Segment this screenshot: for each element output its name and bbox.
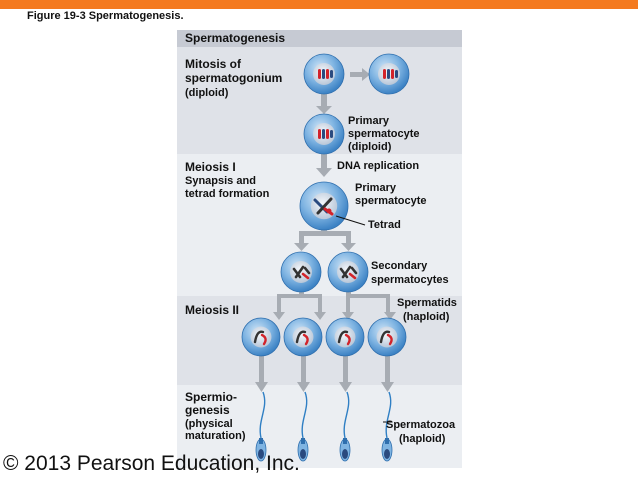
primary-label-2: spermatocyte [355, 195, 427, 207]
diagram-svg [177, 30, 462, 468]
secondary-spermatocyte-cell-1 [280, 251, 322, 293]
accent-bar [0, 0, 638, 9]
spermatid-cell-2 [283, 317, 323, 357]
flow-arrows [255, 68, 396, 392]
spermatids-label-1: Spermatids [397, 297, 457, 309]
mitosis-title-line2: spermatogonium [185, 71, 283, 85]
spermiogenesis-line4: maturation) [185, 430, 246, 442]
primary-label-1: Primary [355, 182, 396, 194]
spermiogenesis-line2: genesis [185, 403, 230, 417]
meiosis-i-line2: Synapsis and [185, 175, 256, 187]
spermatid-cell-3 [325, 317, 365, 357]
spermatozoon-4 [381, 391, 393, 462]
primary-diploid-label-2: spermatocyte [348, 128, 420, 140]
secondary-label-2: spermatocytes [371, 274, 449, 286]
spermatogonium-daughter-cell [368, 53, 410, 95]
primary-spermatocyte-diploid-cell [303, 113, 345, 155]
copyright-notice: © 2013 Pearson Education, Inc. [3, 452, 300, 475]
spermatozoon-3 [339, 391, 351, 462]
primary-spermatocyte-cell [299, 181, 349, 231]
mitosis-diploid: (diploid) [185, 87, 229, 99]
meiosis-ii-title: Meiosis II [185, 303, 240, 317]
meiosis-i-title: Meiosis I [185, 160, 236, 174]
spermatid-cell-4 [367, 317, 407, 357]
secondary-spermatocyte-cell-2 [327, 251, 369, 293]
spermatozoon-2 [297, 391, 309, 462]
spermatid-cell-1 [241, 317, 281, 357]
panel-title-bar [177, 30, 462, 47]
spermatogonium-cell [303, 53, 345, 95]
spermatozoa-label-1: Spermatozoa [386, 419, 456, 431]
figure-caption: Figure 19-3 Spermatogenesis. [27, 10, 184, 22]
tetrad-pointer [335, 215, 366, 226]
spermiogenesis-band [177, 385, 462, 468]
spermatozoon-1 [255, 391, 267, 462]
spermiogenesis-line1: Spermio- [185, 390, 238, 404]
secondary-label-1: Secondary [371, 260, 428, 272]
dna-replication-label: DNA replication [337, 160, 420, 172]
primary-diploid-label-3: (diploid) [348, 141, 392, 153]
primary-diploid-label-1: Primary [348, 115, 389, 127]
tetrad-label: Tetrad [368, 219, 401, 231]
spermiogenesis-line3: (physical [185, 418, 233, 430]
spermatogenesis-panel: Spermatogenesis Mitosis of spermatogoniu… [177, 30, 462, 468]
panel-title: Spermatogenesis [185, 31, 286, 45]
mitosis-title: Mitosis of [185, 57, 241, 71]
spermatids-label-2: (haploid) [403, 311, 450, 323]
meiosis-i-line3: tetrad formation [185, 188, 270, 200]
spermatozoa-label-2: (haploid) [399, 433, 446, 445]
